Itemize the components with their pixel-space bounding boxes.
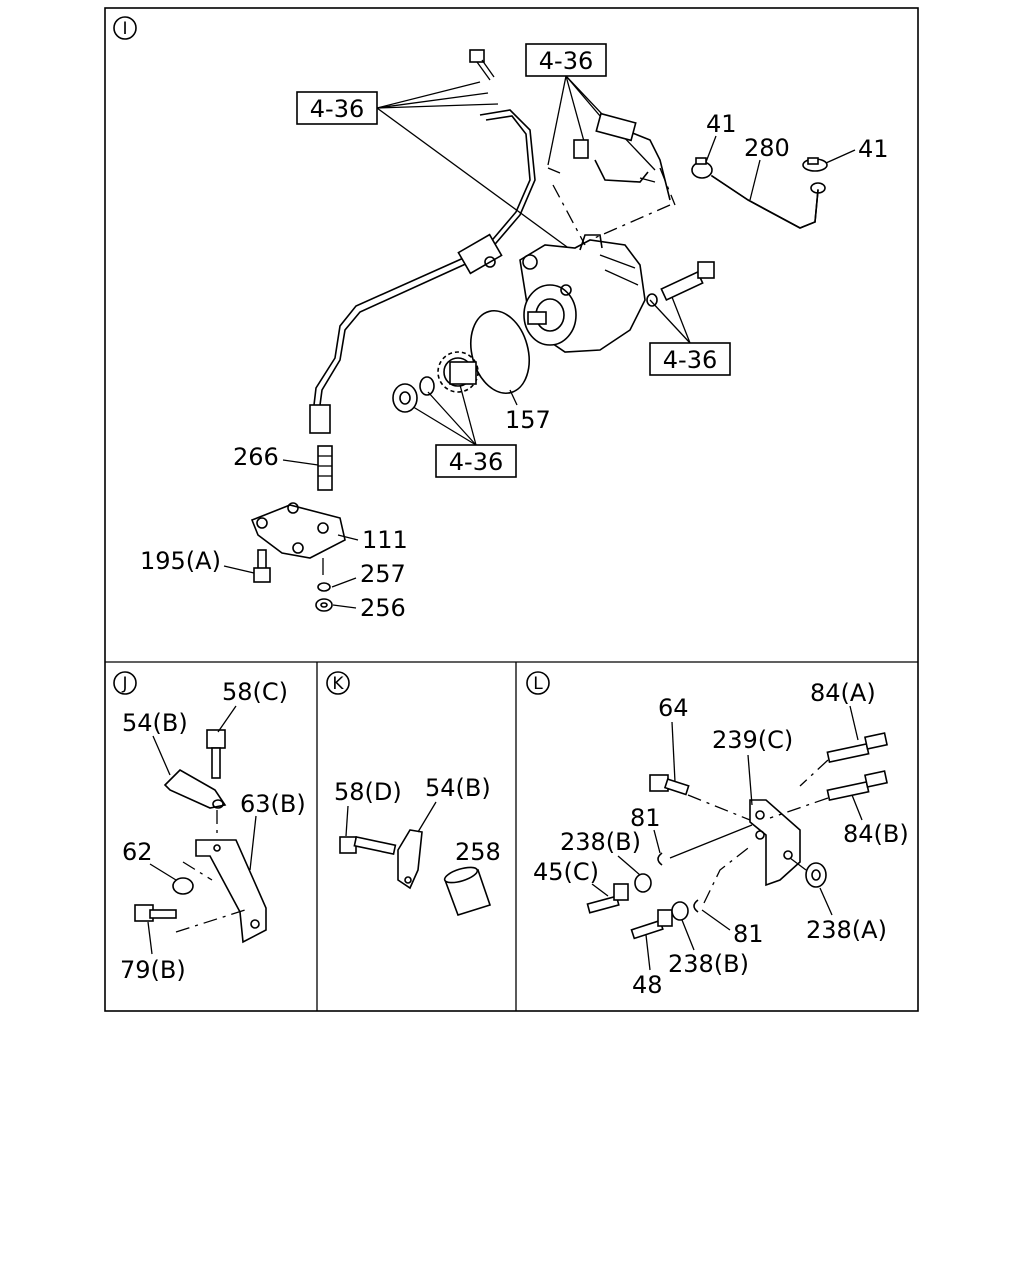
dash-line	[769, 797, 829, 819]
part-label: 81	[733, 920, 764, 948]
nut	[392, 383, 418, 413]
svg-text:K: K	[332, 674, 344, 694]
leader-lines	[669, 824, 753, 859]
section-marker-i: I	[113, 16, 137, 40]
union-connector	[317, 445, 333, 491]
outer-frame	[104, 7, 919, 1012]
bolt	[339, 835, 397, 855]
bolt	[586, 883, 629, 914]
section-marker-k: K	[326, 671, 350, 695]
part-label: 266	[233, 443, 279, 471]
part-label: 256	[360, 594, 406, 622]
hose-clamp	[691, 157, 713, 179]
dash-line	[589, 204, 671, 241]
reference-box: 4-36	[296, 91, 378, 125]
part-label: 62	[122, 838, 153, 866]
part-label: 79(B)	[120, 956, 186, 984]
part-label: 280	[744, 134, 790, 162]
svg-text:4-36: 4-36	[449, 448, 503, 476]
washer	[419, 376, 435, 396]
lock-washer	[317, 582, 331, 592]
part-label: 157	[505, 406, 551, 434]
clip	[163, 769, 227, 809]
reference-box: 4-36	[435, 444, 517, 478]
part-label: 58(D)	[334, 778, 402, 806]
bolt	[253, 549, 271, 583]
svg-text:L: L	[533, 674, 543, 694]
part-label: 54(B)	[425, 774, 491, 802]
reference-box: 4-36	[525, 43, 607, 77]
svg-text:4-36: 4-36	[539, 47, 593, 75]
reference-box: 4-36	[649, 342, 731, 376]
pump-body	[519, 234, 646, 353]
part-label: 258	[455, 838, 501, 866]
clip	[397, 829, 423, 890]
dash-line	[552, 184, 586, 246]
part-label: 64	[658, 694, 689, 722]
stud-bolt	[826, 732, 888, 763]
svg-text:4-36: 4-36	[310, 95, 364, 123]
part-label: 48	[632, 971, 663, 999]
part-label: 58(C)	[222, 678, 288, 706]
snap-ring	[657, 852, 663, 866]
gear	[437, 351, 479, 393]
svg-text:I: I	[122, 19, 127, 39]
part-label: 41	[858, 135, 889, 163]
dash-line	[703, 844, 753, 904]
bolt	[206, 729, 226, 779]
svg-text:J: J	[121, 674, 127, 694]
part-label: 238(B)	[560, 828, 641, 856]
bolt	[630, 909, 673, 940]
part-label: 45(C)	[533, 858, 599, 886]
bolt	[649, 774, 690, 796]
bracket	[195, 839, 267, 944]
part-label: 195(A)	[140, 547, 221, 575]
part-label: 84(A)	[810, 679, 876, 707]
nut	[315, 598, 333, 612]
hose	[711, 175, 826, 229]
nut	[172, 877, 194, 895]
part-label: 257	[360, 560, 406, 588]
bolt	[469, 49, 495, 81]
stud-bolt	[826, 770, 888, 801]
part-label: 84(B)	[843, 820, 909, 848]
part-label: 238(A)	[806, 916, 887, 944]
hose-pipe	[547, 112, 671, 201]
part-label: 238(B)	[668, 950, 749, 978]
snap-ring	[693, 899, 699, 913]
bracket	[749, 799, 801, 887]
oil-pipe	[309, 109, 536, 434]
dash-line	[687, 794, 751, 821]
part-label: 63(B)	[240, 790, 306, 818]
mounting-plate	[250, 502, 346, 559]
dash-line	[182, 861, 213, 881]
part-label: 239(C)	[712, 726, 793, 754]
collar-spacer	[443, 866, 492, 916]
hose-clamp	[802, 157, 828, 172]
dash-line	[659, 167, 676, 206]
svg-text:4-36: 4-36	[663, 346, 717, 374]
part-label: 81	[630, 804, 661, 832]
section-marker-j: J	[113, 671, 137, 695]
part-label: 41	[706, 110, 737, 138]
dash-line	[799, 759, 829, 787]
bolt	[134, 904, 177, 922]
dash-line	[175, 909, 246, 933]
bolt	[646, 261, 715, 307]
nut	[634, 873, 652, 893]
nut	[805, 862, 827, 888]
section-marker-l: L	[526, 671, 550, 695]
part-label: 111	[362, 526, 408, 554]
nut	[671, 901, 689, 921]
part-label: 54(B)	[122, 709, 188, 737]
